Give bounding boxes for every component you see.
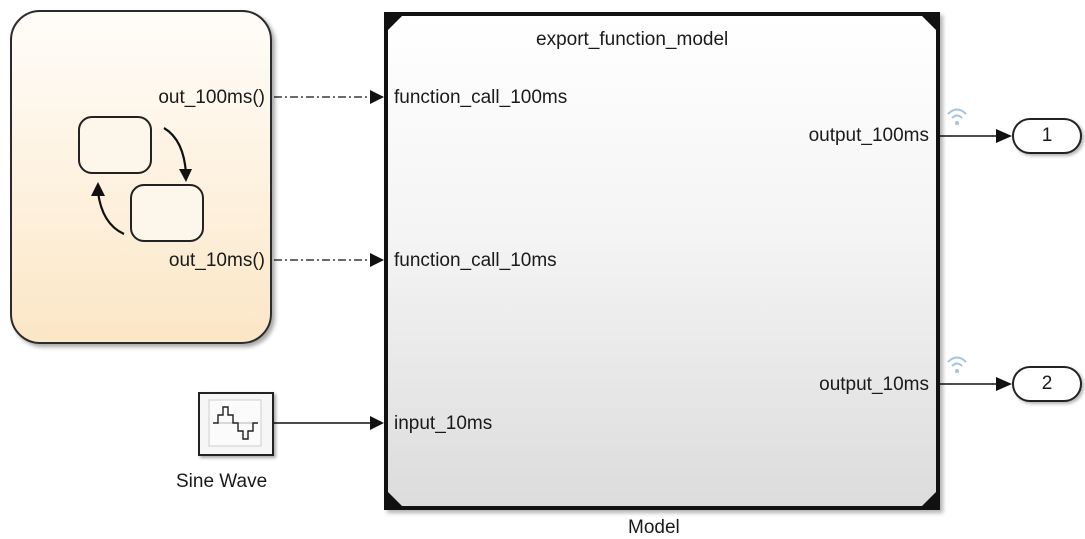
model-reference-block[interactable] xyxy=(384,12,940,510)
outport-1[interactable]: 1 xyxy=(1012,118,1082,154)
model-caption: Model xyxy=(628,517,680,538)
chart-port-out-100ms: out_100ms() xyxy=(158,87,265,108)
signal-logging-icon xyxy=(947,108,967,125)
state-a xyxy=(78,116,152,174)
model-title: export_function_model xyxy=(536,29,729,50)
sine-wave-block[interactable] xyxy=(198,392,274,456)
arrow-head xyxy=(370,90,384,104)
model-outport-output-10ms: output_10ms xyxy=(819,374,929,395)
model-inport-function-call-10ms: function_call_10ms xyxy=(394,250,557,271)
arrow-head xyxy=(370,253,384,267)
arrow-head xyxy=(370,416,384,430)
arrow-head xyxy=(996,377,1012,391)
transition-arrows xyxy=(91,127,192,236)
outport-2[interactable]: 2 xyxy=(1012,366,1082,402)
signal-logging-icon xyxy=(947,356,967,373)
model-outport-output-100ms: output_100ms xyxy=(808,125,929,146)
model-inport-input-10ms: input_10ms xyxy=(394,413,493,434)
model-corner-marks xyxy=(388,16,936,506)
sine-wave-caption: Sine Wave xyxy=(176,471,268,492)
chart-port-out-10ms: out_10ms() xyxy=(168,250,265,271)
stateflow-chart-block[interactable] xyxy=(10,10,272,344)
sine-wave-icon xyxy=(208,399,262,447)
state-b xyxy=(130,184,204,242)
model-inport-function-call-100ms: function_call_100ms xyxy=(394,87,568,108)
arrow-head xyxy=(996,129,1012,143)
